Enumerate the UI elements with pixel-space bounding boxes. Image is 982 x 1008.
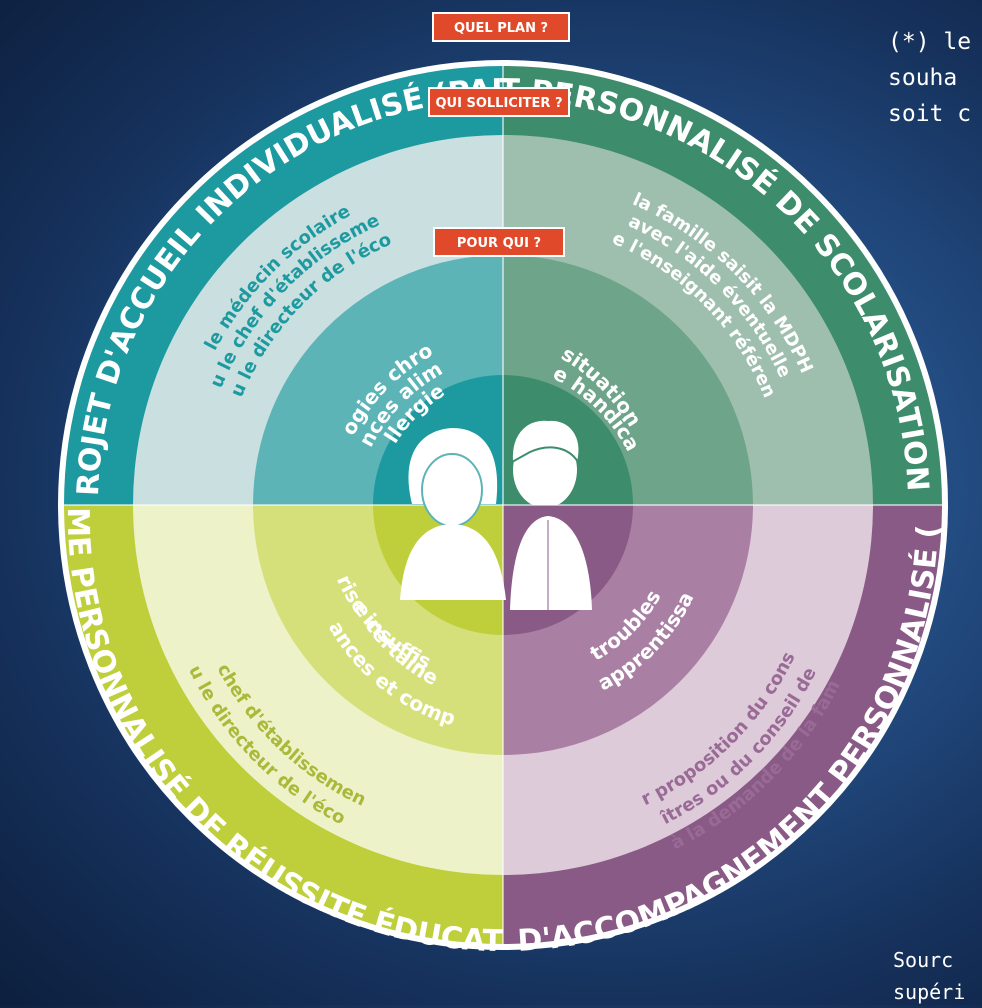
svg-text:POUR QUI ?: POUR QUI ?: [457, 236, 541, 251]
tag-pour-qui: POUR QUI ?: [433, 227, 565, 257]
footnote-line: soit c: [888, 101, 972, 127]
tag-quel-plan: QUEL PLAN ?: [432, 12, 570, 42]
source-line: supéri: [893, 980, 966, 1004]
wheel-outline: [58, 60, 948, 950]
svg-text:QUI SOLLICITER ?: QUI SOLLICITER ?: [436, 96, 563, 111]
svg-text:QUEL PLAN ?: QUEL PLAN ?: [454, 21, 548, 36]
source-line: Sourc: [893, 948, 954, 972]
footnote-text: (*) le souha soit c: [888, 24, 971, 132]
footnote-line: souha: [888, 65, 958, 91]
footnote-line: (*) le: [888, 29, 972, 55]
source-text: Sourc supéri: [893, 944, 965, 1008]
children-icon-bodies: [400, 453, 592, 612]
tag-qui-solliciter: QUI SOLLICITER ?: [428, 87, 570, 117]
